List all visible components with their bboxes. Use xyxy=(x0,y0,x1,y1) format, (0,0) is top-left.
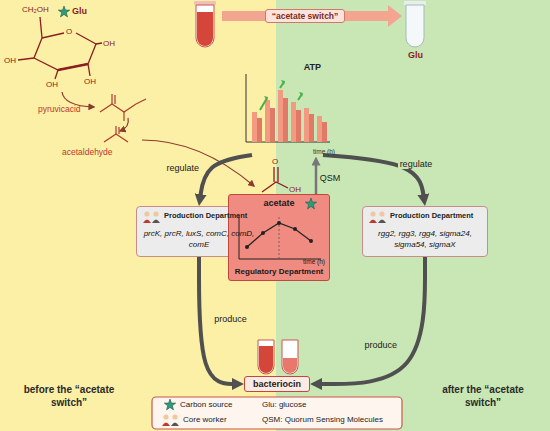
box-text: time (h) xyxy=(313,148,335,155)
box-heading: bacteriocin xyxy=(253,379,301,389)
connector-label: regulate xyxy=(165,163,202,173)
box-heading: ATP xyxy=(304,62,321,72)
chemical-group: O xyxy=(272,157,278,166)
chemical-group: OH xyxy=(4,56,16,65)
carbon-star xyxy=(58,6,69,17)
acetaldehyde-skeleton xyxy=(104,126,128,142)
production-box: Production Department prcK, prcR, luxS, c… xyxy=(136,206,262,257)
glucose-label: Glu xyxy=(72,6,87,16)
atp-bar-chart xyxy=(240,62,335,155)
phase-label: before the “acetate switch” xyxy=(14,384,124,409)
acetic-acid-skeleton xyxy=(262,167,288,192)
glucose-label: Glu xyxy=(408,50,423,60)
legend-text: Carbon source xyxy=(180,400,232,409)
legend-people xyxy=(162,414,179,426)
switch-label-box: “acetate switch” xyxy=(265,9,346,23)
legend-text: Glu: glucose xyxy=(262,400,306,409)
chemical-group: OH xyxy=(289,185,301,194)
metabolite-name: pyruvicacid xyxy=(38,104,81,114)
legend-star xyxy=(164,399,175,410)
bacteriocin-tubes xyxy=(258,340,298,374)
connector-label: QSM xyxy=(318,173,343,183)
box-text: time (h) xyxy=(233,258,325,265)
glucose-tube-full xyxy=(194,1,216,47)
connector-label: regulate xyxy=(398,159,435,169)
box-heading: Production Department xyxy=(368,211,482,225)
pyruvate-skeleton xyxy=(100,94,146,121)
metabolite-name: acetaldehyde xyxy=(62,147,113,157)
legend-box xyxy=(152,397,402,429)
chemical-group: OH xyxy=(103,39,115,48)
ring-oxygen: O xyxy=(66,27,72,36)
core-worker-icon xyxy=(141,210,165,226)
box-heading: “acetate switch” xyxy=(272,11,339,21)
phase-label: after the “acetate switch” xyxy=(428,384,538,409)
box-heading: Production Department xyxy=(142,211,256,225)
legend-text: QSM: Quorum Sensing Molecules xyxy=(262,415,383,424)
pathway-arrows xyxy=(62,92,254,186)
connector-arrow xyxy=(316,257,425,384)
glucose-tube-empty xyxy=(404,1,426,47)
atp-chart: ATP time (h) xyxy=(240,62,335,155)
chemical-group: OH xyxy=(84,77,96,86)
box-heading: acetate xyxy=(233,198,325,208)
box-text: Regulatory Department xyxy=(233,267,325,276)
connector-label: produce xyxy=(212,314,249,324)
box-text: rgg2, rgg3, rgg4, sigma24, sigma54, sigm… xyxy=(368,229,482,251)
legend-text: Core worker xyxy=(183,415,227,424)
production-box: Production Department rgg2, rgg3, rgg4, s… xyxy=(362,206,488,257)
product-box: bacteriocin xyxy=(244,376,310,392)
before-ground xyxy=(0,0,276,431)
glucose-structure xyxy=(18,17,102,79)
switch-arrow xyxy=(222,5,402,27)
chemical-group: CH₂OH xyxy=(22,5,49,14)
chemical-group: OH xyxy=(46,80,58,89)
connector-label: produce xyxy=(363,340,400,350)
core-worker-icon xyxy=(367,210,391,226)
box-text: prcK, prcR, luxS, comC, comD, comE xyxy=(142,229,256,251)
